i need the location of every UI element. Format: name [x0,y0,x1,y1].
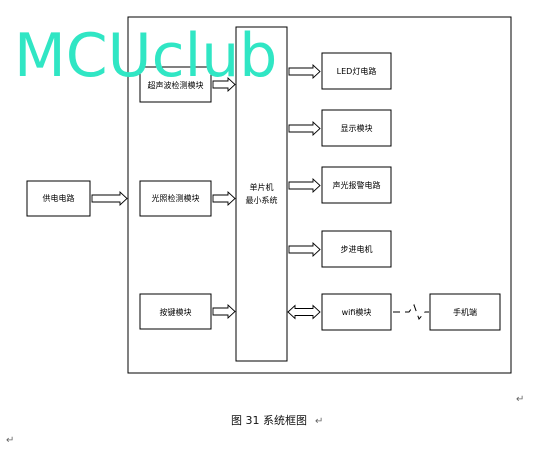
led-circuit-label: LED灯电路 [337,66,377,76]
ultrasonic-module-label: 超声波检测模块 [148,80,204,90]
phone-label: 手机端 [453,307,477,317]
wireless-link-dashed [393,303,429,320]
arrow-keys-to-mcu [212,303,236,320]
arrow-mcu-to-alarm [288,177,321,194]
key-module-label: 按键模块 [160,307,192,317]
light-module-box [139,180,212,217]
arrow-power-to-system [91,190,128,207]
arrow-mcu-to-led [288,63,321,80]
stepper-motor-box [321,230,392,268]
mcu-box [235,26,288,362]
paragraph-mark-icon: ↵ [315,416,323,427]
power-supply-box [26,180,91,217]
paragraph-mark-icon: ↵ [6,435,14,446]
phone-box [429,293,501,331]
ultrasonic-module-box [139,66,212,103]
wifi-module-label: wifi模块 [342,307,372,317]
arrow-light-to-mcu [212,190,236,207]
key-module-box [139,293,212,330]
alarm-circuit-label: 声光报警电路 [333,180,381,190]
arrow-mcu-to-display [288,120,321,137]
display-module-label: 显示模块 [341,123,373,133]
stepper-motor-label: 步进电机 [341,244,373,254]
light-module-label: 光照检测模块 [152,193,200,203]
mcu-label-line1: 单片机 [250,182,274,192]
mcu-label-line2: 最小系统 [246,195,278,205]
arrow-mcu-to-motor [288,241,321,258]
paragraph-mark-icon: ↵ [516,394,524,405]
power-supply-label: 供电电路 [43,193,75,203]
figure-caption: 图 31 系统框图 [231,414,307,427]
alarm-circuit-box [321,166,392,204]
system-frame [127,16,512,374]
display-module-box [321,109,392,147]
arrow-ultrasonic-to-mcu [212,76,236,93]
wifi-module-box [321,293,392,331]
led-circuit-box [321,52,392,90]
arrow-mcu-wifi-bidirectional [287,304,321,320]
mcuclub-watermark: MCUclub [14,21,277,91]
